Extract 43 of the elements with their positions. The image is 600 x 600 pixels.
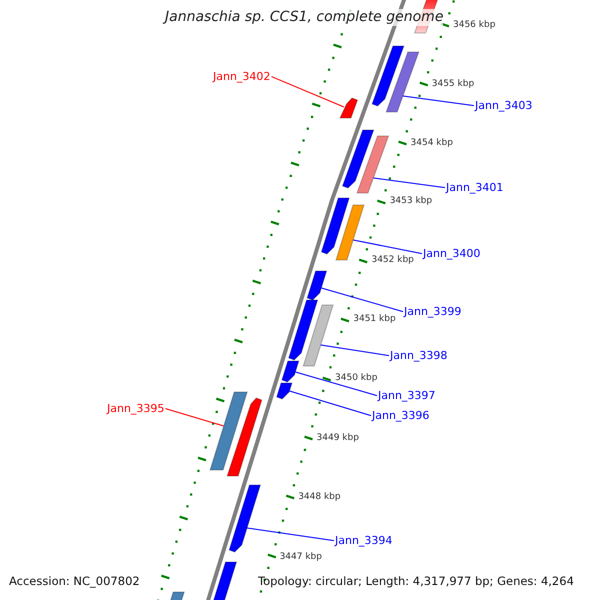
gene-label: Jann_3397 <box>378 389 436 402</box>
genome-info-text: Topology: circular; Length: 4,317,977 bp; Genes: 4,264 <box>258 575 574 589</box>
gene-feature <box>281 360 300 383</box>
gene-label: Jann_3401 <box>446 181 504 194</box>
leader-line <box>246 528 334 542</box>
scale-label: 3447 kbp <box>280 552 322 563</box>
leader-line <box>164 408 224 426</box>
gene-label: Jann_3399 <box>404 305 462 318</box>
leader-line <box>320 288 404 312</box>
gene-feature <box>306 270 328 301</box>
gene-feature <box>276 382 293 400</box>
leader-line <box>294 372 378 396</box>
leader-line <box>402 96 474 106</box>
map-title: Jannaschia sp. CCS1, complete genome <box>165 9 444 26</box>
gene-label: Jann_3396 <box>372 409 430 422</box>
gene-label: Jann_3403 <box>475 99 532 112</box>
scale-label: 3453 kbp <box>390 196 432 207</box>
gene-feature <box>302 304 334 366</box>
leader-line <box>270 76 344 108</box>
gene-feature <box>335 204 365 260</box>
gene-label: Jann_3395 <box>107 402 164 416</box>
gene-label: Jann_3400 <box>423 247 480 260</box>
scale-label: 3456 kbp <box>453 20 496 31</box>
gene-feature <box>228 484 262 553</box>
scale-label: 3452 kbp <box>371 255 414 266</box>
accession-text: Accession: NC_007802 <box>9 575 140 589</box>
gene-label: Jann_3394 <box>335 534 392 548</box>
scale-label: 3449 kbp <box>316 433 359 444</box>
gene-feature <box>209 392 248 470</box>
scale-label: 3448 kbp <box>298 492 341 503</box>
leader-line <box>352 240 422 254</box>
gene-feature <box>339 97 358 118</box>
gene-feature <box>385 52 420 112</box>
gene-feature <box>356 136 390 194</box>
scale-label: 3455 kbp <box>432 79 474 90</box>
leader-line <box>320 344 390 356</box>
leader-line <box>372 178 446 188</box>
scale-label: 3450 kbp <box>335 373 378 384</box>
leader-line <box>289 390 372 416</box>
scale-label: 3451 kbp <box>353 314 396 325</box>
scale-label: 3454 kbp <box>410 138 453 149</box>
gene-label: Jann_3402 <box>213 70 270 84</box>
gene-label: Jann_3398 <box>390 349 448 362</box>
